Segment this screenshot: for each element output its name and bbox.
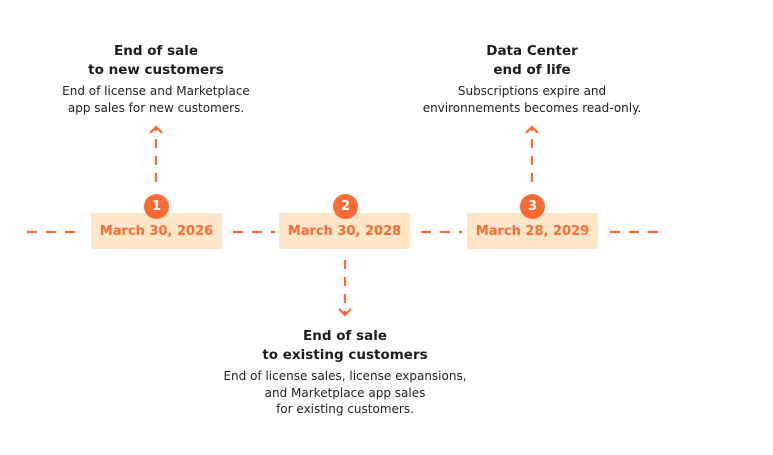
milestone-date-2: March 30, 2028 [279,213,410,249]
description-line: environnements becomes read-only. [422,100,642,115]
caption-title-line: end of life [493,62,571,78]
arrow-up-3-head [525,125,539,134]
description-line: app sales for new customers. [67,100,245,115]
caption-description: End of license sales, license expansions… [205,368,485,418]
description-line: Subscriptions expire and [457,84,607,98]
milestone-date-3: March 28, 2029 [467,213,598,249]
description-line: for existing customers. [276,402,414,416]
milestone-number-2: 2 [333,194,358,219]
caption-title-line: to new customers [88,62,224,78]
caption-title-line: Data Center [486,43,578,59]
caption-title-line: to existing customers [262,347,428,363]
milestone-number-1: 1 [144,194,169,219]
caption-title-line: End of sale [303,328,387,344]
arrow-up-1-head [149,125,163,134]
milestone-caption-2: End of sale to existing customers End of… [205,327,485,418]
milestone-number-3: 3 [520,194,545,219]
caption-title-line: End of sale [114,43,198,59]
milestone-caption-3: Data Center end of life Subscriptions ex… [392,42,672,116]
milestone-date-1: March 30, 2026 [91,213,222,249]
description-line: and Marketplace app sales [264,385,426,400]
arrow-down-2-head [338,308,352,317]
description-line: End of license sales, license expansions… [223,369,467,383]
milestone-caption-1: End of sale to new customers End of lice… [16,42,296,116]
caption-description: Subscriptions expire and environnements … [392,83,672,116]
caption-description: End of license and Marketplace app sales… [16,83,296,116]
description-line: End of license and Marketplace [62,84,250,98]
